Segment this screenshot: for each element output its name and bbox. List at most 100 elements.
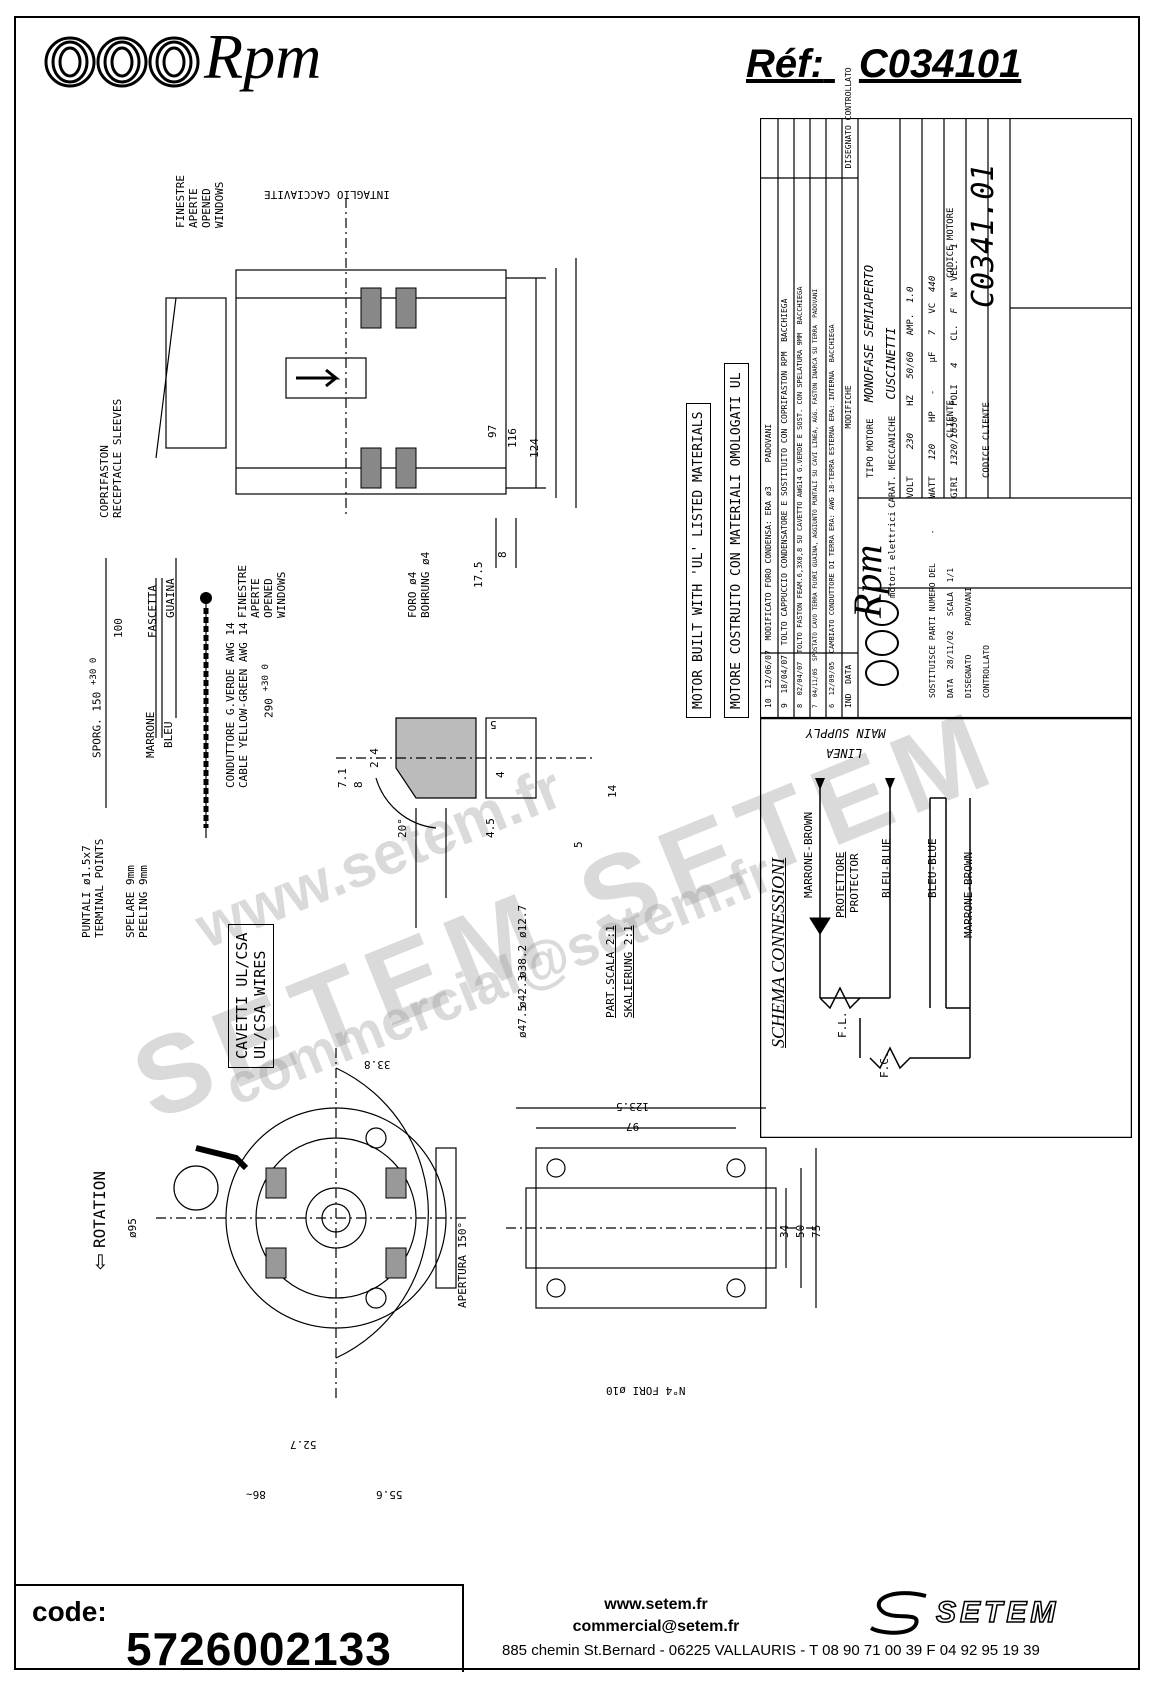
label-marrone-brown: MARRONE-BROWN <box>802 811 815 898</box>
dim-4-5: 4.5 <box>484 818 497 838</box>
label-sporg: SPORG. 150 +30 0 <box>88 657 104 758</box>
label-protettore: PROTETTORE <box>834 851 847 918</box>
code-label: code: <box>32 1596 107 1627</box>
label-bleu-blue-2: BLEU-BLUE <box>926 838 939 898</box>
dim-d95: ø95 <box>126 1218 139 1238</box>
label-bleu-blue: BLEU-BLUE <box>880 838 893 898</box>
rpm-small-logo-icon <box>865 600 899 686</box>
label-part-scala: PART.SCALA 2:1 <box>604 925 617 1018</box>
rpm-coil-logo <box>44 36 200 88</box>
setem-swirl-icon <box>869 1591 927 1635</box>
label-guaina: GUAINA <box>164 578 177 618</box>
dim-8: 8 <box>496 551 509 558</box>
dim-50: 50 <box>794 1224 807 1238</box>
flange-bottom-view <box>506 1107 817 1309</box>
label-apertura: APERTURA 150° <box>456 1221 469 1308</box>
dim-97b: 97 <box>626 1120 640 1133</box>
footer-email-link[interactable]: commercial@setem.fr <box>572 1618 740 1635</box>
label-foro: FORO ø4 BOHRUNG ø4 <box>406 551 432 618</box>
data-scala: DATA 28/11/02 SCALA 1/1 <box>946 567 955 698</box>
revision-row-10: 10 12/06/07 MODIFICATO FORO CONDENSA: ER… <box>764 423 773 708</box>
row-watt: WATT 120 HP - µF 7 VC 440 <box>928 275 938 498</box>
label-main-supply: MAIN SUPPLY <box>806 726 886 740</box>
cable-drawing <box>105 558 212 838</box>
dim-8b: 8 <box>352 781 365 788</box>
drawing-sheet: Rpm Réf: C034101 www.setem.fr SETEM SETE… <box>14 16 1140 1675</box>
dim-290: 290 +30 0 <box>260 663 276 718</box>
dim-124: 124 <box>528 438 541 458</box>
label-rotation: ROTATION <box>90 1170 109 1248</box>
label-linea: LINEA <box>826 746 863 760</box>
controllato: CONTROLLATO <box>982 645 991 698</box>
carat-meccaniche: CARAT. MECCANICHE CUSCINETTI <box>884 327 898 508</box>
setem-brand-logo: SETEM <box>935 1595 1060 1630</box>
dim-14: 14 <box>606 784 619 798</box>
dim-d12-7: ø12.7 <box>516 904 529 938</box>
title-block-brand: Rpm <box>845 544 890 618</box>
revision-row-9: 9 18/04/07 TOLTO CAPPUCCIO CONDENSATORE … <box>780 298 789 708</box>
sostituisce: SOSTITUISCE PARTI NUMERO DEL - <box>928 529 937 698</box>
label-protector: PROTECTOR <box>848 853 861 913</box>
disegnato: DISEGNATO PADOVANI <box>964 587 973 698</box>
label-skalierung: SKALIERUNG 2:1 <box>622 925 635 1018</box>
brand-logo-text: Rpm <box>204 21 322 92</box>
reference: Réf: C034101 <box>746 42 1021 87</box>
label-fc: F.C. <box>878 1051 891 1079</box>
label-motore-costruito: MOTORE COSTRUITO CON MATERIALI OMOLOGATI… <box>724 363 749 718</box>
label-intaglio: INTAGLIO CACCIAVITE <box>264 188 390 201</box>
dim-d47-5: ø47.5 <box>516 1004 529 1038</box>
revision-row-8: 8 02/04/07 TOLTO FASTON FEAM.6,3X0,8 SU … <box>796 286 804 708</box>
label-marrone-brown-2: MARRONE-BROWN <box>962 851 975 938</box>
dim-7-1: 7.1 <box>336 768 349 788</box>
dim-d38-2: ø38.2 <box>516 944 529 978</box>
dim-34: 34 <box>778 1224 791 1238</box>
footer-address: 885 chemin St.Bernard - 06225 VALLAURIS … <box>502 1642 1040 1659</box>
footer-web-link[interactable]: www.setem.fr <box>604 1596 708 1613</box>
dim-5-top: 5 <box>490 718 497 731</box>
label-finestre-top: FINESTRE APERTE OPENED WINDOWS <box>174 175 226 228</box>
dim-20: 20° <box>396 818 409 838</box>
schema-title: SCHEMA CONNESSIONI <box>768 857 788 1048</box>
label-marrone: MARRONE <box>144 711 157 758</box>
dim-86: 86~ <box>246 1488 266 1501</box>
ref-label: Réf: <box>746 42 824 86</box>
label-fori: N°4 FORI ø10 <box>606 1384 686 1397</box>
rotation-arrow-icon: ⇩ <box>92 1252 109 1274</box>
row-volt: VOLT 230 HZ 50/60 AMP. 1.0 <box>906 286 916 498</box>
dim-2-4: 2.4 <box>368 748 381 768</box>
label-motor-built: MOTOR BUILT WITH 'UL' LISTED MATERIALS <box>686 402 711 718</box>
title-block-brand-sub: motori elettrici <box>888 511 898 598</box>
label-fl: F.L. <box>836 1011 849 1039</box>
dim-123-5: 123.5 <box>616 1100 650 1113</box>
code-box: code: 5726002133 <box>16 1584 464 1675</box>
codice-motore: C0341.01 <box>966 163 1001 309</box>
dim-75: 75 <box>810 1224 823 1238</box>
wiring-schema <box>760 718 1132 1138</box>
dim-33-8: 33.8 <box>364 1058 391 1071</box>
ref-value: C034101 <box>858 42 1022 86</box>
label-conduttore: CONDUTTORE G.VERDE AWG 14 CABLE YELLOW-G… <box>224 622 250 788</box>
dim-116: 116 <box>506 428 519 448</box>
code-value: 5726002133 <box>126 1623 392 1675</box>
detail-part-view <box>336 717 596 928</box>
dim-52-7: 52.7 <box>290 1438 317 1451</box>
dim-55-6: 55.6 <box>376 1488 403 1501</box>
dim-4: 4 <box>494 771 507 778</box>
label-coprifaston: COPRIFASTON RECEPTACLE SLEEVES <box>98 398 124 518</box>
label-spelare: SPELARE 9mm PEELING 9mm <box>124 865 150 938</box>
dim-5: 5 <box>572 841 585 848</box>
motor-front-view <box>156 1048 466 1398</box>
label-puntali: PUNTALI ø1.5x7 TERMINAL POINTS <box>80 838 106 938</box>
codice-cliente-label: CODICE CLIENTE <box>982 402 992 478</box>
dim-d42-3: ø42.3 <box>516 974 529 1008</box>
label-fascetta: FASCETTA <box>146 585 159 638</box>
codice-motore-label: CODICE MOTORE <box>946 207 956 278</box>
revision-row-6: 6 12/09/05 CAMBIATO CONDUTTORE DI TERRA … <box>828 324 836 708</box>
row-giri: GIRI 1320/1650 POLI 4 CL. F N° VEL. 1 <box>950 243 960 498</box>
tipo-motore: TIPO MOTORE MONOFASE SEMIAPERTO <box>862 264 876 478</box>
title-block-frame <box>760 118 1132 718</box>
dim-17-5: 17.5 <box>472 561 485 589</box>
cliente-label: CLIENTE <box>946 400 956 438</box>
label-bleu: BLEU <box>162 721 175 749</box>
dim-100: 100 <box>112 618 125 638</box>
